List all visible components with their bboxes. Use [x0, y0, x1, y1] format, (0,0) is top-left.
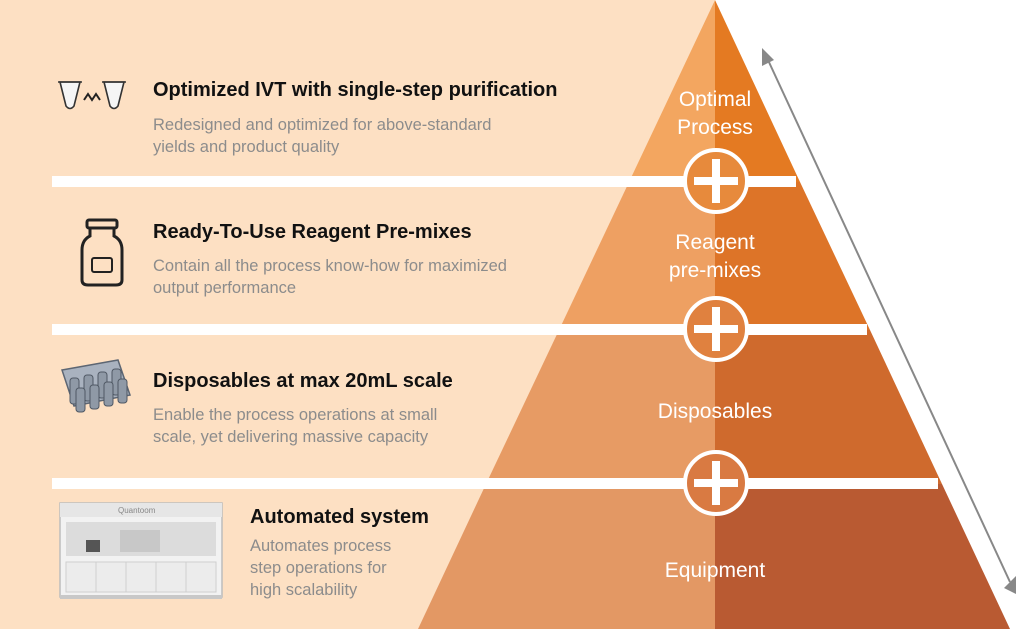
row-2-desc-line: Contain all the process know-how for max… — [153, 257, 507, 275]
plus-circle-icon — [683, 148, 749, 214]
row-3-title: Disposables at max 20mL scale — [153, 370, 453, 392]
row-2-desc-line: output performance — [153, 279, 297, 297]
divider-bar-2 — [52, 324, 867, 335]
tier-label-reagent-premixes: Reagent pre-mixes — [635, 229, 795, 285]
pyramid-right-tier-4 — [715, 484, 1010, 629]
divider-bar-1 — [52, 176, 796, 187]
machine-brand-text: Quantoom — [118, 506, 156, 515]
row-1-description: Redesigned and optimized for above-stand… — [153, 114, 491, 158]
pyramid-left-tier-3 — [486, 330, 715, 484]
machine-icon: Quantoom — [59, 502, 223, 599]
pyramid-left-tier-2 — [559, 182, 715, 330]
tier-label-equipment: Equipment — [635, 557, 795, 585]
tier-label-line: Reagent — [675, 231, 755, 254]
tubes-icon — [58, 81, 126, 110]
row-3-description: Enable the process operations at small s… — [153, 404, 437, 448]
tier-label-line: pre-mixes — [668, 259, 762, 282]
row-1-desc-line: yields and product quality — [153, 138, 340, 156]
divider-bar-3 — [52, 478, 938, 489]
row-1-title: Optimized IVT with single-step purificat… — [153, 79, 558, 101]
row-4-desc-line: Automates process — [250, 537, 392, 555]
row-4-desc-line: step operations for — [250, 559, 387, 577]
plus-circle-icon — [683, 450, 749, 516]
background-band — [0, 0, 715, 629]
row-4-desc-line: high scalability — [250, 581, 358, 599]
row-3-desc-line: Enable the process operations at small — [153, 406, 438, 424]
pyramid-right-tier-1 — [715, 0, 800, 182]
row-4-title: Automated system — [250, 506, 429, 528]
row-1-desc-line: Redesigned and optimized for above-stand… — [153, 116, 492, 134]
row-4-description: Automates process step operations for hi… — [250, 535, 391, 601]
row-2-description: Contain all the process know-how for max… — [153, 255, 507, 299]
plus-circle-icon — [683, 296, 749, 362]
row-3-desc-line: scale, yet delivering massive capacity — [153, 428, 429, 446]
tier-label-optimal-process: Optimal Process — [635, 86, 795, 142]
pyramid-right-tier-3 — [715, 330, 942, 484]
tier-label-line: Process — [677, 116, 753, 139]
row-2-title: Ready-To-Use Reagent Pre-mixes — [153, 221, 472, 243]
bottle-icon — [80, 218, 124, 287]
tier-label-line: Optimal — [678, 88, 752, 111]
pyramid-left-tier-4 — [418, 484, 715, 629]
tier-label-disposables: Disposables — [635, 398, 795, 426]
tier-label-line: Equipment — [664, 559, 766, 582]
pyramid-right-tier-2 — [715, 182, 870, 330]
tier-label-line: Disposables — [657, 400, 773, 423]
double-arrow-icon — [762, 48, 1016, 594]
disposables-tray-icon — [61, 359, 131, 413]
pyramid-left-tier-1 — [629, 0, 715, 182]
